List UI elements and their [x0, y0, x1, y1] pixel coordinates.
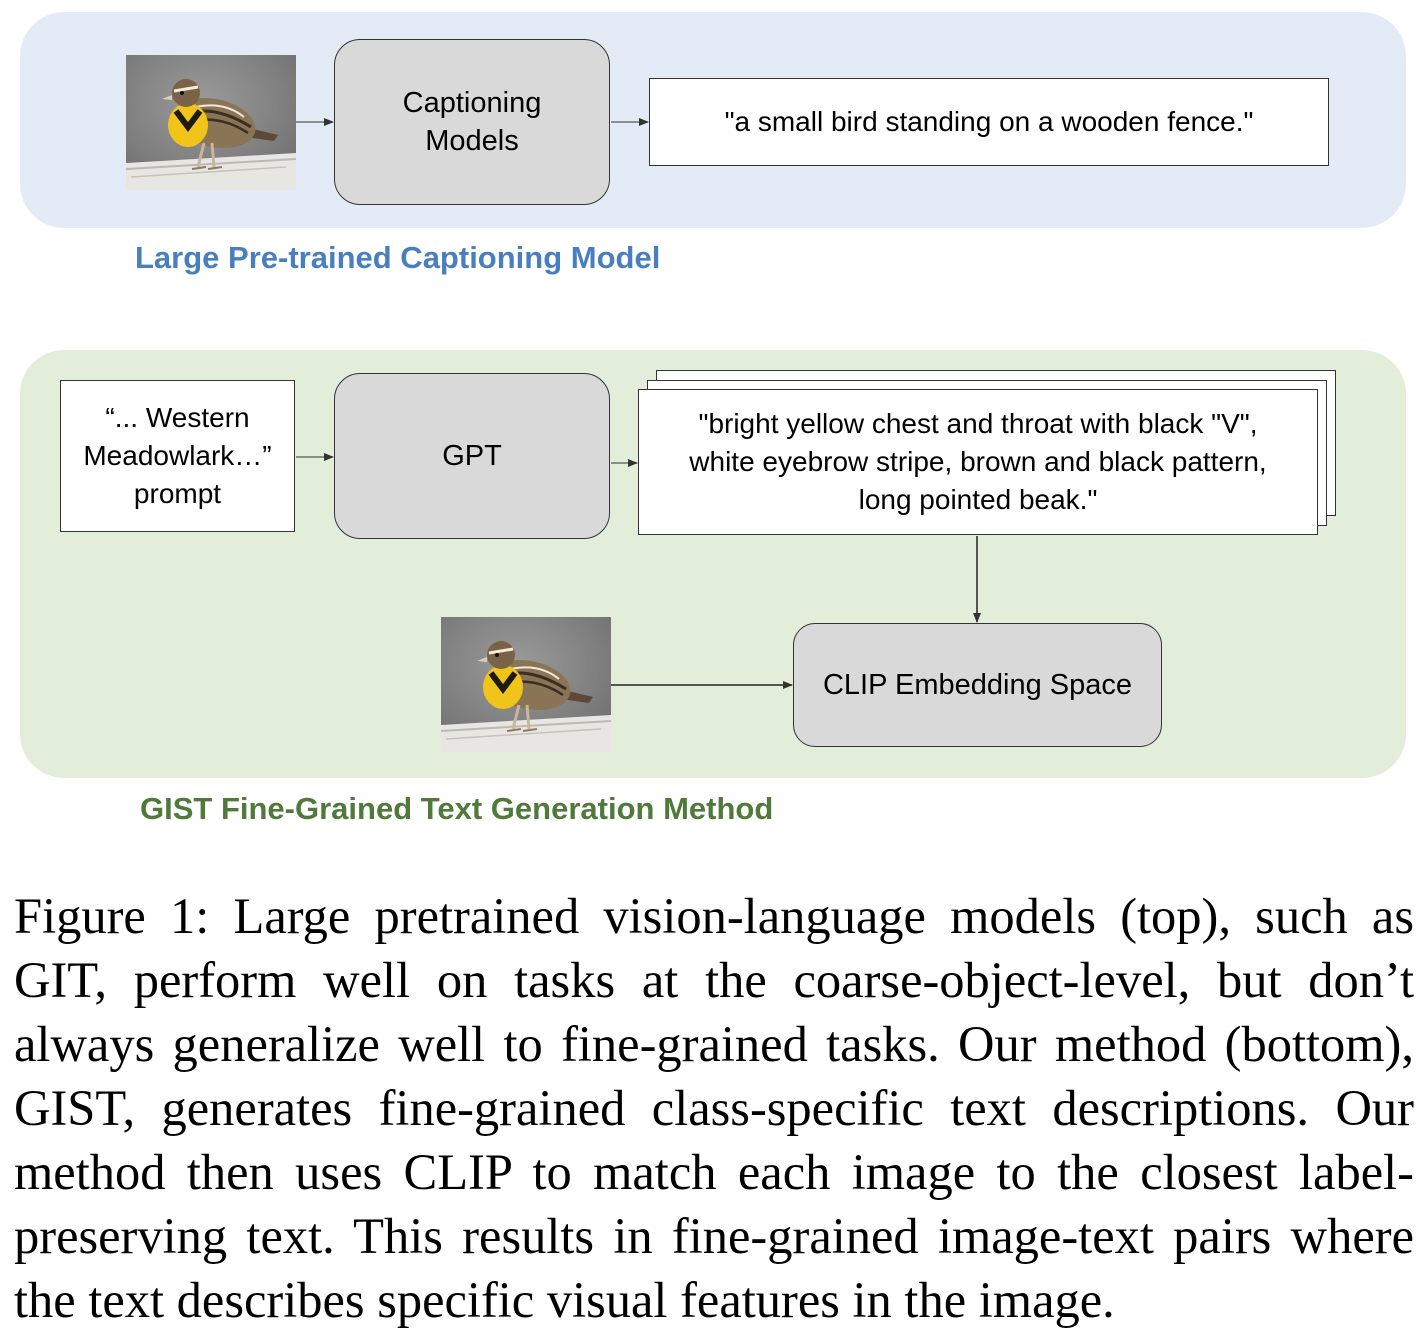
description-line3: long pointed beak.": [858, 484, 1098, 515]
description-line1: "bright yellow chest and throat with bla…: [698, 408, 1258, 439]
prompt-line3: prompt: [133, 478, 222, 509]
captioning-models-line2: Models: [425, 125, 519, 157]
gpt-label: GPT: [442, 440, 502, 472]
prompt-box: “... Western Meadowlark…” prompt: [60, 380, 295, 532]
prompt-line2: Meadowlark…”: [83, 440, 272, 471]
prompt-line1: “... Western: [105, 402, 250, 433]
bottom-section-label: GIST Fine-Grained Text Generation Method: [140, 791, 774, 826]
figure-caption: Figure 1: Large pretrained vision-langua…: [14, 888, 1414, 1328]
caption-output-box: "a small bird standing on a wooden fence…: [649, 78, 1329, 166]
captioning-models-line1: Captioning: [402, 87, 542, 119]
clip-embedding-box: CLIP Embedding Space: [793, 623, 1162, 747]
description-line2: white eyebrow stripe, brown and black pa…: [689, 446, 1267, 477]
gpt-box: GPT: [334, 373, 610, 539]
captioning-models-box: Captioning Models: [334, 39, 610, 205]
description-card-front: "bright yellow chest and throat with bla…: [638, 389, 1318, 535]
caption-output-text: "a small bird standing on a wooden fence…: [724, 106, 1254, 137]
top-section-label: Large Pre-trained Captioning Model: [135, 240, 661, 275]
clip-label: CLIP Embedding Space: [822, 669, 1132, 701]
